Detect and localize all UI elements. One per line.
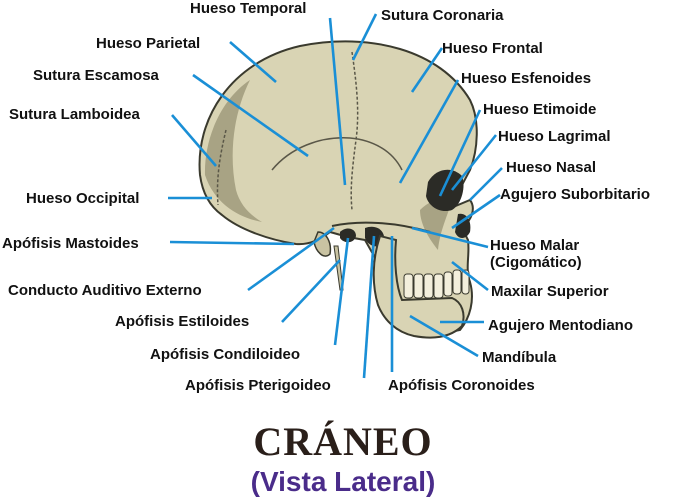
leader-nasal <box>469 167 503 201</box>
label-sutura-coronaria: Sutura Coronaria <box>381 7 504 24</box>
leader-conducto <box>247 226 335 292</box>
face-shade <box>420 198 452 250</box>
leader-mandibula <box>409 314 479 358</box>
leader-maxilar <box>451 260 489 292</box>
label-hueso-parietal: Hueso Parietal <box>96 35 201 52</box>
leader-malar <box>411 226 489 249</box>
label-hueso-frontal: Hueso Frontal <box>442 40 543 57</box>
label-agujero-suborbitario: Agujero Suborbitario <box>500 186 650 203</box>
leader-mastoides <box>169 240 295 246</box>
label-hueso-lagrimal: Hueso Lagrimal <box>498 128 611 145</box>
label-hueso-esfenoides: Hueso Esfenoides <box>461 70 592 87</box>
label-maxilar-superior: Maxilar Superior <box>491 283 609 300</box>
label-mandibula: Mandíbula <box>482 349 557 366</box>
leader-parietal <box>229 41 277 83</box>
nasal-cavity <box>455 213 471 238</box>
leader-lagrimal <box>450 134 498 191</box>
label-conducto-auditivo: Conducto Auditivo Externo <box>8 282 202 299</box>
label-apofisis-mastoides: Apófisis Mastoides <box>2 235 139 252</box>
orbit <box>426 169 464 212</box>
diagram-subtitle: (Vista Lateral) <box>250 466 436 497</box>
diagram-title: CRÁNEO <box>253 419 433 464</box>
leader-escamosa <box>192 73 309 158</box>
leader-lines <box>168 13 503 379</box>
teeth <box>403 269 470 299</box>
label-hueso-etimoide: Hueso Etimoide <box>483 101 597 118</box>
leader-pterigoideo <box>362 235 376 379</box>
leader-condiloideo <box>333 237 350 346</box>
label-sutura-lamboidea: Sutura Lamboidea <box>9 106 140 123</box>
leader-esfenoides <box>398 79 460 184</box>
label-apofisis-condiloideo: Apófisis Condiloideo <box>150 346 300 363</box>
label-hueso-nasal: Hueso Nasal <box>506 159 597 176</box>
label-apofisis-estiloides: Apófisis Estiloides <box>115 313 250 330</box>
leader-suborbitario <box>451 193 501 230</box>
leader-coronaria <box>351 13 378 61</box>
label-apofisis-coronoides: Apófisis Coronoides <box>388 377 535 394</box>
label-agujero-mentodiano: Agujero Mentodiano <box>488 317 633 334</box>
lambdoid-suture-line <box>216 129 227 206</box>
label-hueso-malar: Hueso Malar (Cigomático) <box>490 237 620 271</box>
ear-canal <box>340 228 356 243</box>
label-apofisis-pterigoideo: Apófisis Pterigoideo <box>185 377 331 394</box>
label-sutura-escamosa: Sutura Escamosa <box>33 67 159 84</box>
label-hueso-temporal: Hueso Temporal <box>190 0 307 17</box>
leader-lamboidea <box>171 114 217 167</box>
squamous-suture-line <box>271 137 403 171</box>
label-hueso-malar-line2: (Cigomático) <box>490 254 582 271</box>
label-hueso-malar-line1: Hueso Malar <box>490 237 580 254</box>
label-hueso-occipital: Hueso Occipital <box>26 190 140 207</box>
styloid-process <box>333 245 344 291</box>
occipital-shade <box>204 80 262 222</box>
skull-drawing <box>198 40 478 339</box>
leader-frontal <box>410 47 444 93</box>
leader-etimoide <box>438 109 482 197</box>
leader-temporal <box>328 17 347 186</box>
leader-estiloides <box>281 259 341 323</box>
